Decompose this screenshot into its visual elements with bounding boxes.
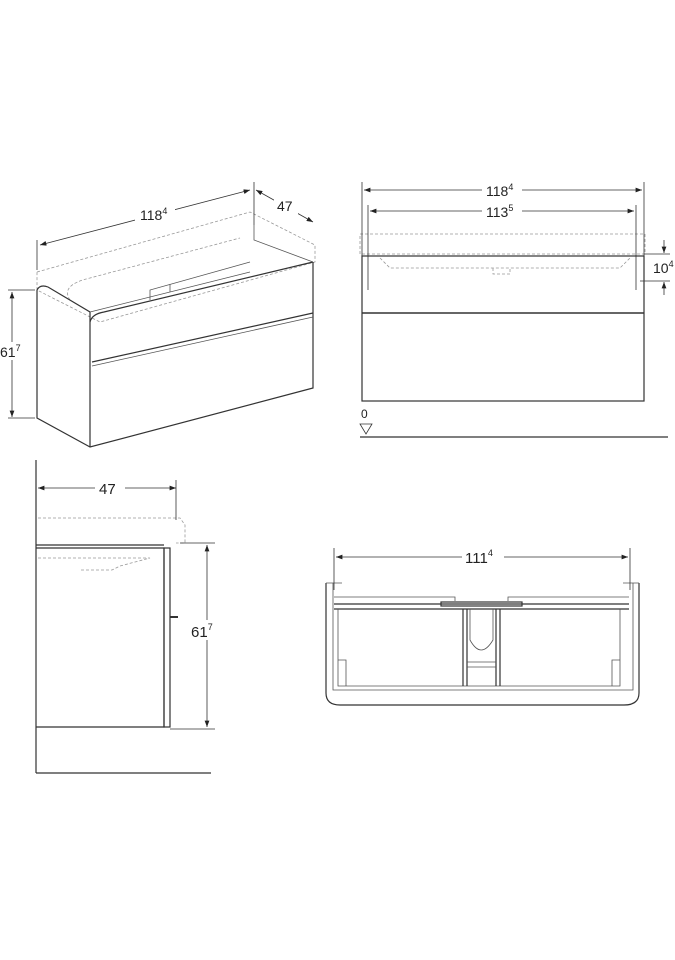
iso-depth-label: 47 (277, 198, 293, 214)
side-height-label: 617 (191, 622, 213, 641)
side-depth-label: 47 (99, 481, 116, 498)
front-view: 1184 1135 104 0 (359, 181, 674, 438)
floor-level-label: 0 (361, 407, 368, 421)
floor-level-marker-icon (359, 423, 373, 435)
front-inner-width-label: 1135 (486, 203, 513, 220)
side-view: 47 617 (35, 460, 223, 774)
top-inner-width-label: 1114 (465, 548, 493, 567)
iso-height-label: 617 (0, 343, 21, 360)
front-top-offset-label: 104 (653, 259, 674, 276)
iso-width-label: 1184 (140, 206, 167, 223)
front-overall-width-label: 1184 (486, 182, 513, 199)
isometric-view: 1184 47 617 (0, 182, 316, 448)
top-view: 1114 (325, 547, 640, 706)
